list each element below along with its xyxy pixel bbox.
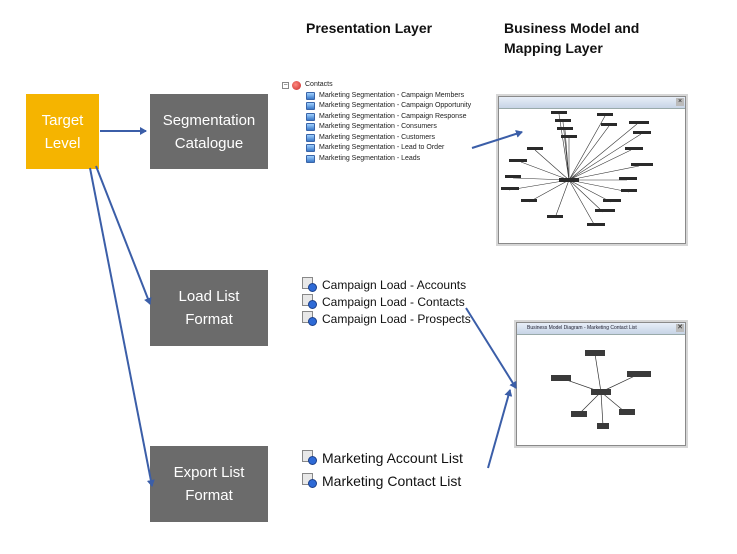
arrow-target-to-exportlist — [89, 167, 155, 487]
campaign-load-list: Campaign Load - Accounts Campaign Load -… — [302, 276, 471, 327]
arrow-load-to-diagram — [465, 307, 517, 389]
list-item-label: Marketing Contact List — [322, 472, 462, 489]
diagram-title: Business Model Diagram - Marketing Conta… — [527, 325, 637, 331]
diagram-graph-large — [501, 111, 653, 227]
segmentation-line2: Catalogue — [174, 134, 244, 152]
list-item[interactable]: Marketing Account List — [302, 446, 463, 469]
tree-root[interactable]: − Contacts — [282, 80, 471, 91]
target-level-box: Target Level — [26, 94, 99, 169]
tree-item-label: Marketing Segmentation - Customers — [319, 133, 435, 141]
export-format-icon — [302, 450, 318, 465]
bmm-header-line1: Business Model and — [504, 20, 640, 36]
target-level-line2: Level — [44, 134, 81, 152]
subject-area-tree: − Contacts Marketing Segmentation - Camp… — [282, 80, 471, 164]
tree-item[interactable]: Marketing Segmentation - Campaign Member… — [306, 91, 471, 102]
load-list-line1: Load List — [178, 288, 240, 305]
close-icon[interactable]: ✕ — [676, 324, 684, 332]
segmentation-line1: Segmentation — [162, 111, 256, 129]
target-level-line1: Target — [41, 111, 84, 129]
diagram-title-bar: Business Model Diagram - Marketing Conta… — [517, 323, 685, 335]
folder-icon — [306, 91, 315, 100]
business-model-diagram-small: Business Model Diagram - Marketing Conta… — [516, 322, 686, 446]
diagram-graph-small — [551, 350, 651, 429]
tree-item-label: Marketing Segmentation - Campaign Member… — [319, 91, 465, 99]
presentation-layer-header: Presentation Layer — [306, 20, 433, 36]
tree-item-label: Marketing Segmentation - Consumers — [319, 123, 437, 130]
segmentation-catalogue-box: Segmentation Catalogue — [150, 94, 268, 169]
tree-item-label: Marketing Segmentation - Leads — [319, 154, 421, 162]
load-format-icon — [302, 277, 318, 292]
tree-item-label: Marketing Segmentation - Campaign Respon… — [319, 112, 467, 120]
tree-item[interactable]: Marketing Segmentation - Campaign Respon… — [306, 112, 471, 123]
tree-item-label: Marketing Segmentation - Lead to Order — [319, 144, 445, 151]
bmm-header-line2: Mapping Layer — [504, 40, 603, 56]
load-list-format-box: Load List Format — [150, 270, 268, 346]
collapse-icon[interactable]: − — [282, 81, 289, 89]
folder-icon — [306, 112, 315, 121]
bmm-layer-header: Business Model and Mapping Layer — [504, 18, 639, 58]
tree-children: Marketing Segmentation - Campaign Member… — [282, 91, 471, 165]
tree-item[interactable]: Marketing Segmentation - Lead to Order — [306, 143, 471, 154]
folder-icon — [306, 102, 315, 111]
tree-item[interactable]: Marketing Segmentation - Consumers — [306, 122, 471, 133]
tree-item[interactable]: Marketing Segmentation - Leads — [306, 154, 471, 165]
graph-edges — [508, 113, 642, 227]
arrow-target-to-loadlist — [95, 165, 152, 305]
tree-item[interactable]: Marketing Segmentation - Campaign Opport… — [306, 101, 471, 112]
marketing-list: Marketing Account List Marketing Contact… — [302, 446, 463, 492]
arrow-export-to-diagram — [487, 389, 513, 469]
folder-icon — [306, 133, 315, 142]
tree-item[interactable]: Marketing Segmentation - Customers — [306, 133, 471, 144]
folder-icon — [306, 123, 315, 132]
list-item-label: Campaign Load - Contacts — [322, 294, 465, 309]
list-item[interactable]: Campaign Load - Contacts — [302, 293, 471, 310]
tree-item-label: Marketing Segmentation - Campaign Opport… — [319, 102, 472, 109]
arrow-tree-to-diagram — [471, 130, 523, 149]
diagram-title-bar: × — [499, 97, 685, 109]
contacts-icon — [292, 80, 301, 90]
export-list-line1: Export List — [173, 464, 245, 481]
load-list-line2: Format — [185, 311, 233, 328]
folder-icon — [306, 154, 315, 163]
tree-root-label: Contacts — [305, 81, 333, 88]
business-model-diagram-large: × — [498, 96, 686, 244]
list-item-label: Campaign Load - Accounts — [322, 277, 467, 292]
folder-icon — [306, 144, 315, 153]
load-format-icon — [302, 311, 318, 326]
list-item[interactable]: Campaign Load - Prospects — [302, 310, 471, 327]
export-list-format-box: Export List Format — [150, 446, 268, 522]
export-list-line2: Format — [185, 487, 233, 504]
list-item[interactable]: Campaign Load - Accounts — [302, 276, 471, 293]
list-item-label: Marketing Account List — [322, 449, 463, 466]
export-format-icon — [302, 473, 318, 488]
list-item-label: Campaign Load - Prospects — [322, 311, 471, 326]
list-item[interactable]: Marketing Contact List — [302, 469, 463, 492]
close-icon[interactable]: × — [676, 98, 684, 106]
graph-nodes — [551, 350, 651, 429]
graph-nodes — [501, 111, 653, 226]
load-format-icon — [302, 294, 318, 309]
